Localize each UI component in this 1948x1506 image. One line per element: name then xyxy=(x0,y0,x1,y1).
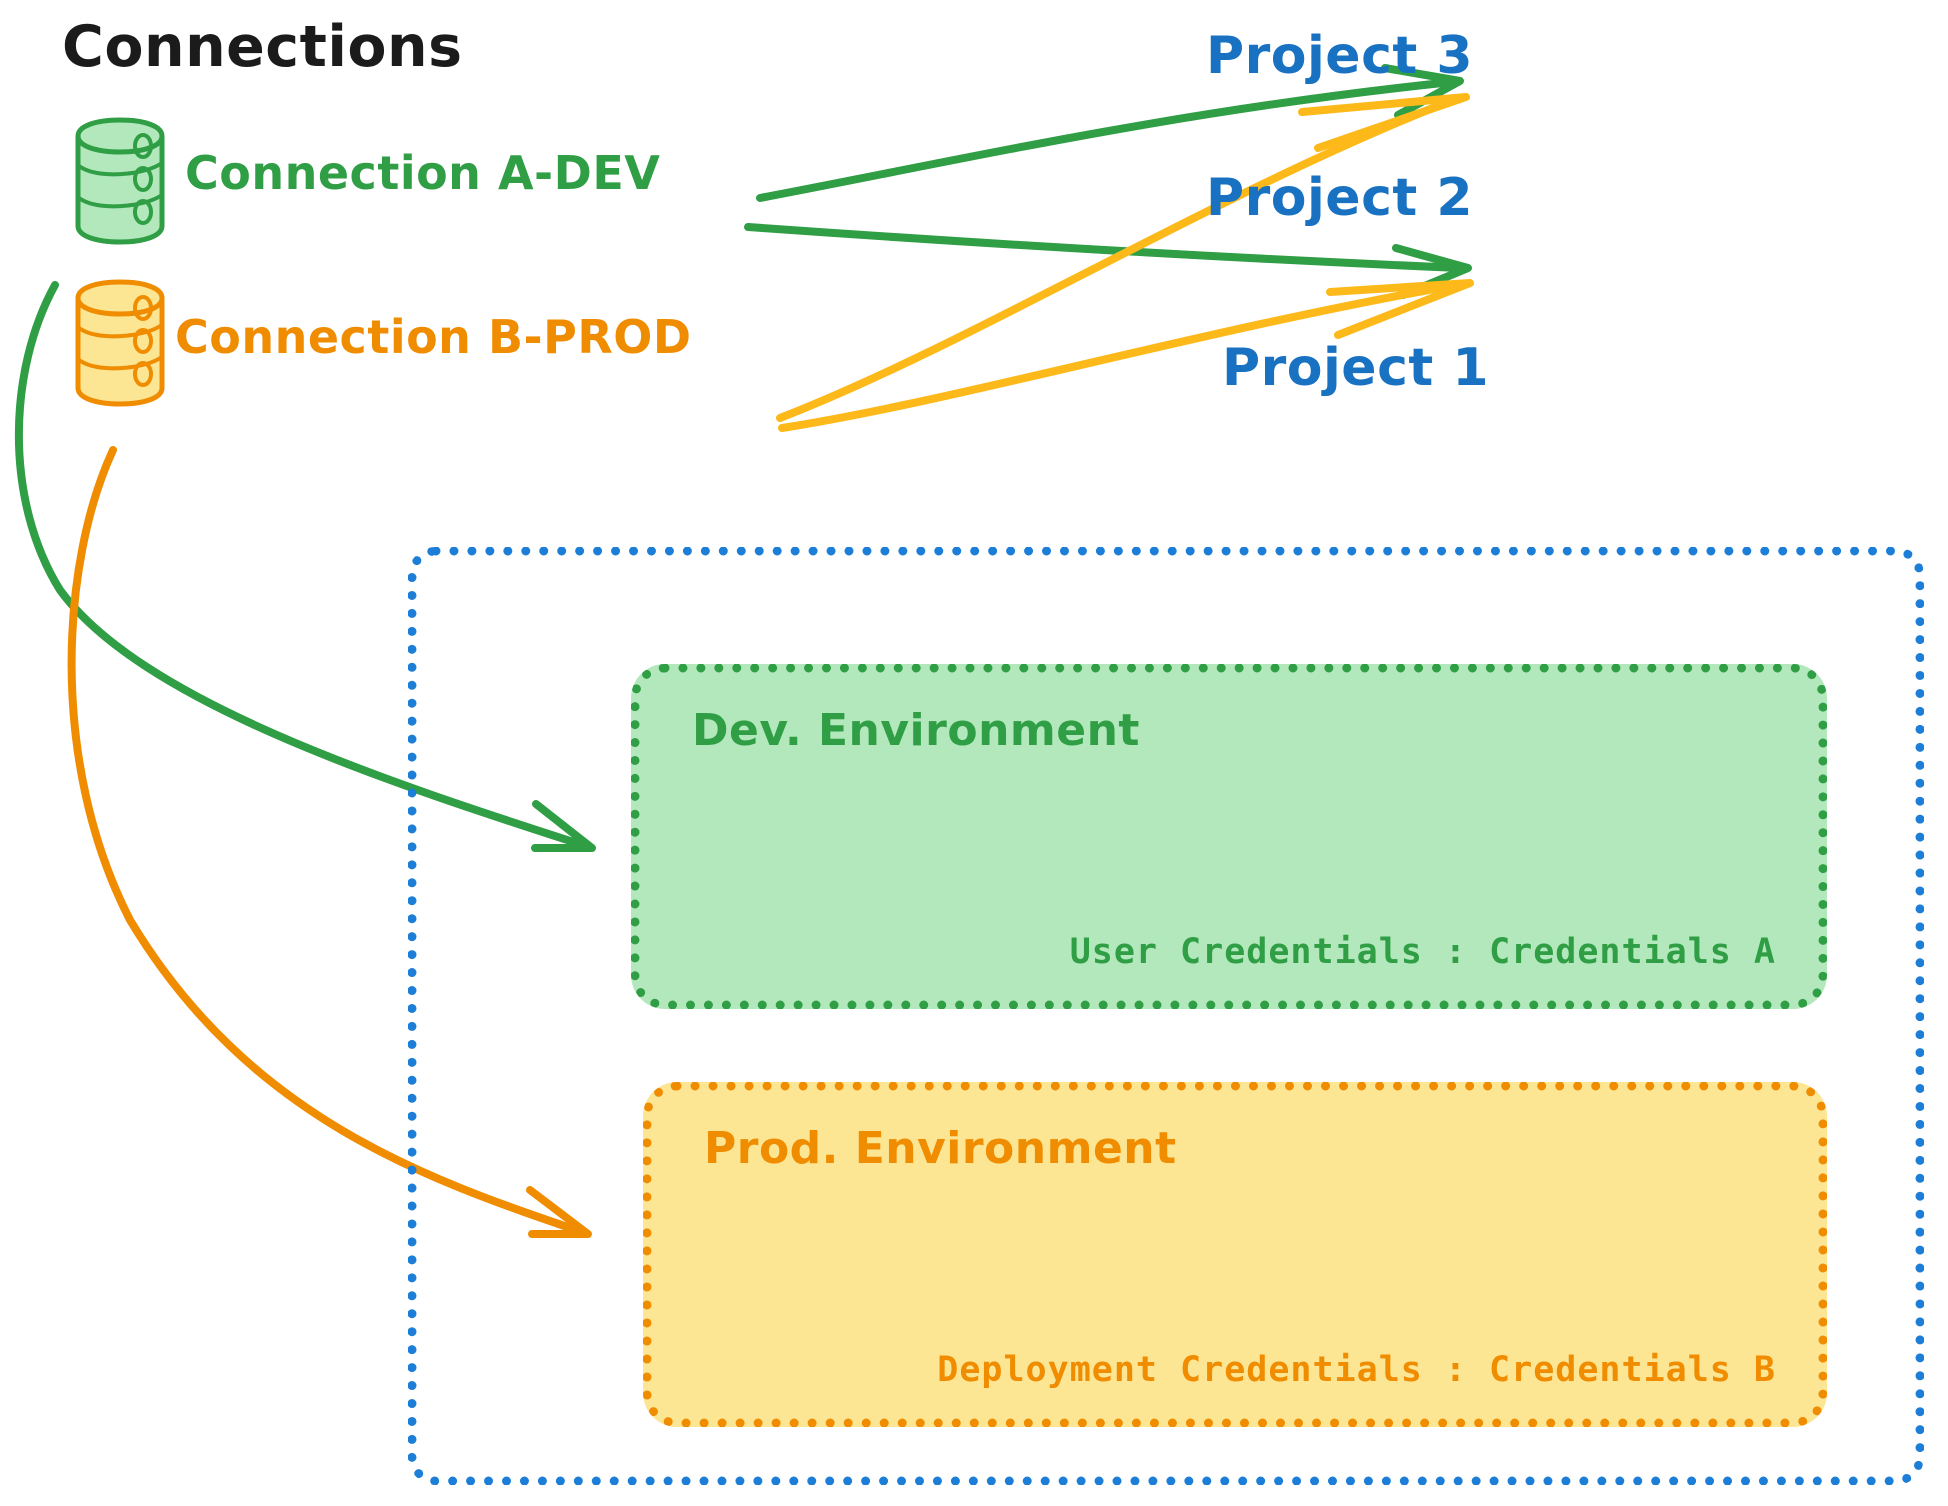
prod-environment-title: Prod. Environment xyxy=(704,1123,1177,1174)
connection-b-label[interactable]: Connection B-PROD xyxy=(175,310,692,364)
prod-environment-box[interactable]: Prod. Environment Deployment Credentials… xyxy=(643,1082,1827,1427)
dev-environment-title: Dev. Environment xyxy=(692,705,1140,756)
connection-a-label[interactable]: Connection A-DEV xyxy=(185,146,661,200)
project-1-label[interactable]: Project 1 xyxy=(1222,338,1490,398)
project-3-label[interactable]: Project 3 xyxy=(1206,26,1474,86)
dev-environment-credentials: User Credentials : Credentials A xyxy=(1069,932,1776,972)
project-1-container: Dev. Environment User Credentials : Cred… xyxy=(408,547,1924,1485)
project-2-label[interactable]: Project 2 xyxy=(1206,168,1474,228)
database-icon-connection-b xyxy=(75,279,165,407)
arrow-conn-a-to-project-2 xyxy=(744,223,1472,299)
prod-environment-credentials: Deployment Credentials : Credentials B xyxy=(937,1350,1776,1390)
page-title: Connections xyxy=(62,14,463,80)
dev-environment-box[interactable]: Dev. Environment User Credentials : Cred… xyxy=(631,664,1827,1009)
database-icon-connection-a xyxy=(75,117,165,245)
